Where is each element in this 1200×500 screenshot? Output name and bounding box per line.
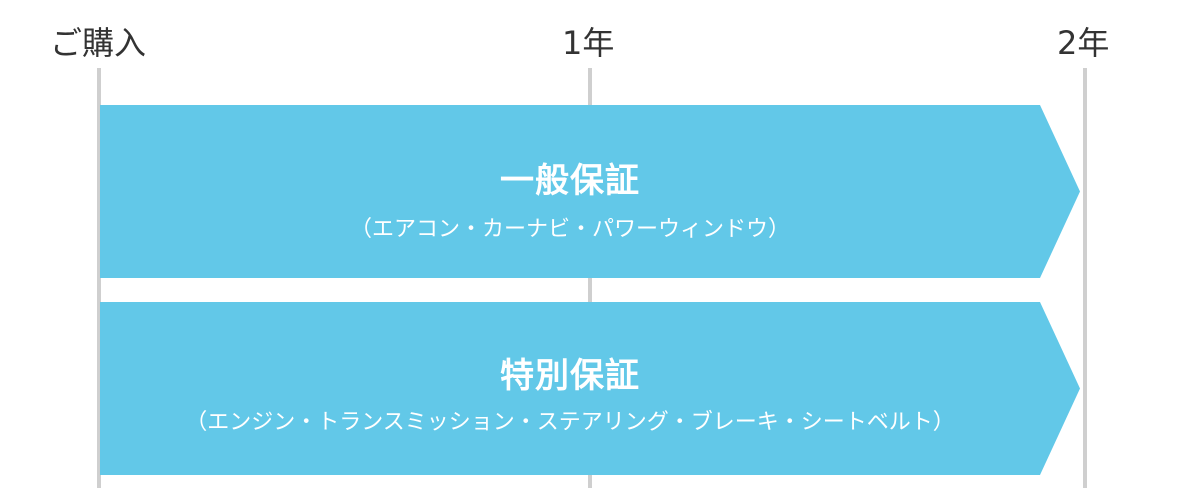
timeline-start-line bbox=[97, 68, 101, 488]
special-warranty-title: 特別保証 bbox=[500, 356, 640, 396]
timeline-year1-label: 1年 bbox=[562, 24, 615, 62]
general-warranty-title: 一般保証 bbox=[500, 161, 640, 201]
timeline-year1-line bbox=[588, 68, 592, 488]
general-warranty-arrow: 一般保証 （エアコン・カーナビ・パワーウィンドウ） bbox=[100, 105, 1080, 278]
timeline-year2-line bbox=[1083, 68, 1087, 488]
general-warranty-subtitle: （エアコン・カーナビ・パワーウィンドウ） bbox=[349, 217, 790, 242]
special-warranty-subtitle: （エンジン・トランスミッション・ステアリング・ブレーキ・シートベルト） bbox=[185, 410, 955, 435]
timeline-year2-label: 2年 bbox=[1057, 24, 1110, 62]
special-warranty-arrow: 特別保証 （エンジン・トランスミッション・ステアリング・ブレーキ・シートベルト） bbox=[100, 302, 1080, 475]
timeline-start-label: ご購入 bbox=[50, 24, 147, 62]
